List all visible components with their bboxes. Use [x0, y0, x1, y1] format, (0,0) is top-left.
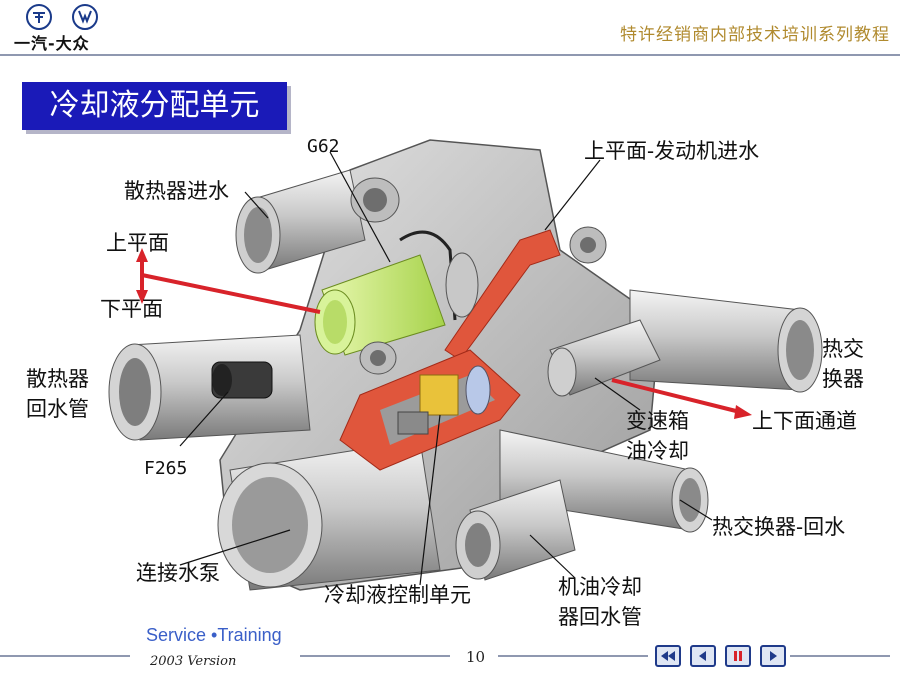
radiator-inlet-pipe: [235, 169, 366, 274]
footer-divider-left: [0, 655, 130, 657]
label-oil-cooler-return-line1: 机油冷却: [558, 575, 642, 599]
rewind-icon: [661, 651, 675, 661]
nav-next-button[interactable]: [760, 645, 786, 667]
nav-previous-button[interactable]: [690, 645, 716, 667]
next-icon: [770, 651, 777, 661]
vw-logo-icon: [72, 4, 98, 30]
version-label: 2003 Version: [150, 654, 237, 669]
label-top-surface-engine-inlet: 上平面-发动机进水: [584, 139, 760, 163]
label-upper-lower-channel: 上下面通道: [752, 409, 857, 433]
label-radiator-return-line2: 回水管: [26, 397, 89, 421]
plane-indicator-arrow: [136, 248, 321, 314]
f265-sensor: [211, 361, 273, 399]
label-heat-exchanger-return: 热交换器-回水: [712, 515, 846, 539]
label-lower-plane: 下平面: [100, 297, 163, 321]
faw-logo-icon: [26, 4, 52, 30]
g62-thermostat: [314, 230, 479, 356]
heat-exchanger-pipe: [629, 289, 823, 393]
nav-first-button[interactable]: [655, 645, 681, 667]
service-training-brand: Service •Training: [146, 625, 282, 645]
header-divider: [0, 54, 900, 56]
label-radiator-return-line1: 散热器: [26, 367, 89, 391]
label-g62: G62: [307, 136, 340, 157]
footer-divider-right: [790, 655, 890, 657]
label-water-pump-connection: 连接水泵: [136, 561, 220, 585]
label-oil-cooler-return-line2: 器回水管: [558, 605, 642, 629]
gearbox-oil-cooling-pipe: [547, 319, 661, 397]
nav-pause-button[interactable]: [725, 645, 751, 667]
radiator-return-pipe: [108, 334, 311, 441]
channel-arrow: [611, 378, 752, 419]
oil-cooler-return-pipe: [455, 479, 576, 581]
pause-icon: [734, 651, 742, 661]
mount-boss-right: [569, 226, 607, 264]
coolant-control-unit: [397, 365, 491, 435]
label-upper-plane: 上平面: [106, 231, 169, 255]
label-gearbox-oil-cooling-line2: 油冷却: [626, 439, 689, 463]
page-number: 10: [466, 648, 486, 666]
label-heat-exchanger-line2: 换器: [822, 367, 864, 391]
brand-name: 一汽-大众: [14, 34, 90, 53]
water-pump-connection: [217, 439, 441, 591]
label-radiator-inlet: 散热器进水: [124, 179, 229, 203]
series-title: 特许经销商内部技术培训系列教程: [620, 25, 890, 45]
label-gearbox-oil-cooling-line1: 变速箱: [626, 409, 689, 433]
previous-icon: [699, 651, 706, 661]
slide-title: 冷却液分配单元: [22, 82, 287, 130]
label-heat-exchanger-line1: 热交: [822, 337, 864, 361]
leader-lines: [179, 151, 713, 586]
label-coolant-control-unit: 冷却液控制单元: [324, 583, 471, 607]
footer-divider-mid: [300, 655, 450, 657]
mount-boss-middle: [359, 341, 397, 375]
label-f265: F265: [144, 458, 188, 479]
mount-boss-top: [350, 177, 400, 223]
footer-divider-mid2: [498, 655, 648, 657]
